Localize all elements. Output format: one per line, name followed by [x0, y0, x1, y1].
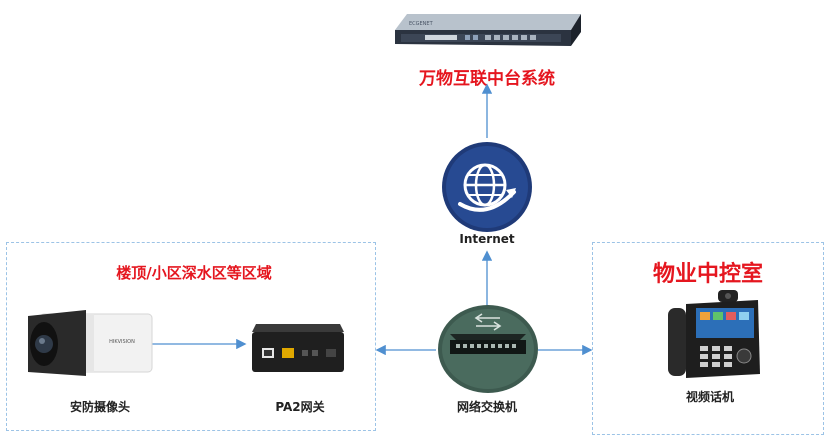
internet-label: Internet: [459, 232, 515, 246]
camera-brand: HIKVISION: [109, 339, 135, 345]
right-zone-title: 物业中控室: [652, 262, 763, 287]
left-zone-title: 楼顶/小区深水区等区域: [116, 264, 272, 282]
server-appliance-icon: ECGENET: [395, 4, 581, 52]
platform-title: 万物互联中台系统: [419, 69, 555, 89]
right-zone: [592, 242, 824, 435]
gateway-label: PA2网关: [275, 400, 325, 414]
gateway-icon: [248, 318, 348, 378]
camera-label: 安防摄像头: [69, 400, 130, 414]
globe-icon: [440, 140, 534, 234]
device-label: ECGENET: [409, 21, 434, 27]
video-phone-icon: [660, 290, 764, 382]
left-zone: [6, 242, 376, 431]
phone-label: 视频话机: [685, 390, 734, 404]
camera-icon: HIKVISION: [26, 306, 154, 378]
switch-label: 网络交换机: [456, 400, 517, 414]
switch-icon: [436, 304, 540, 394]
